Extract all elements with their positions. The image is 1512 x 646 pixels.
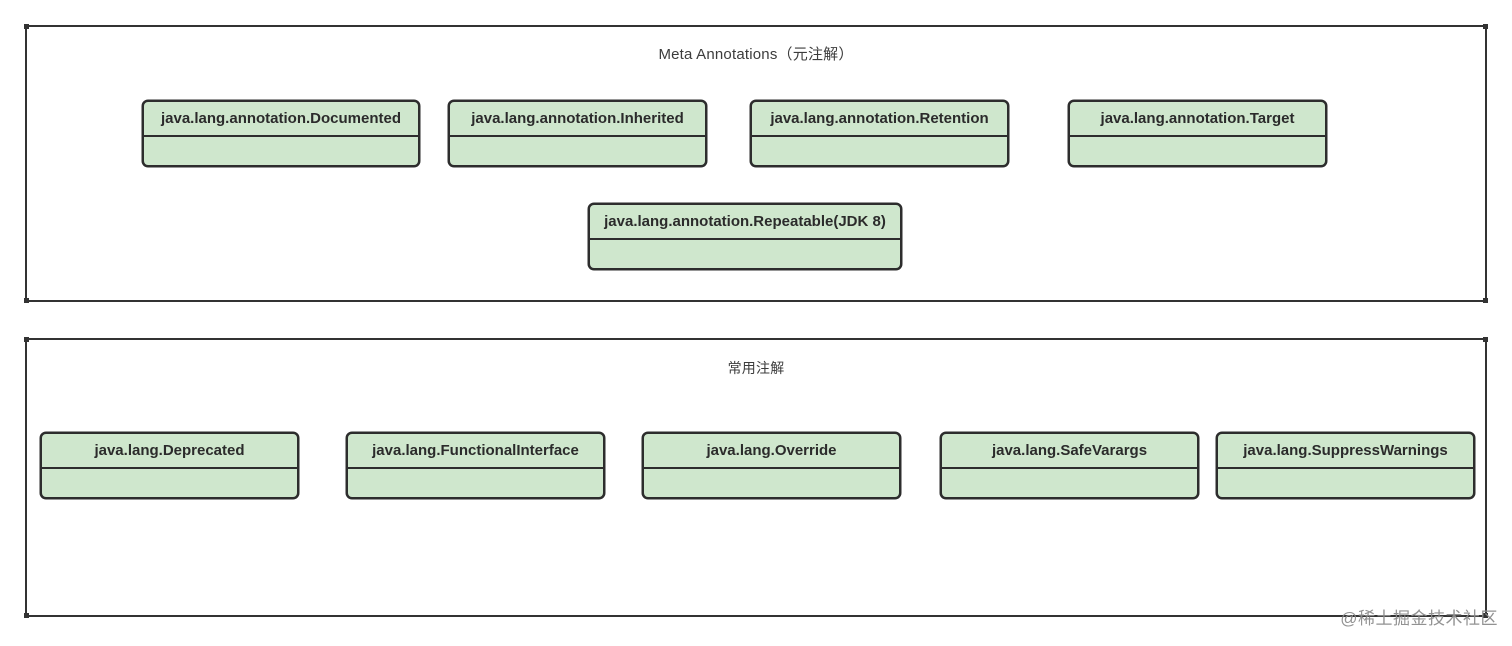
- annotation-box: java.lang.annotation.Inherited: [448, 100, 707, 167]
- annotation-box-body: [1218, 469, 1473, 497]
- panel-meta-annotations: Meta Annotations（元注解） java.lang.annotati…: [24, 24, 1488, 303]
- corner-notch: [24, 337, 29, 342]
- annotation-box-title: java.lang.FunctionalInterface: [348, 434, 603, 469]
- annotation-box: java.lang.annotation.Repeatable(JDK 8): [588, 203, 902, 270]
- watermark: @稀土掘金技术社区: [1340, 609, 1498, 628]
- annotation-box-body: [144, 137, 418, 165]
- corner-notch: [1483, 337, 1488, 342]
- annotation-box-body: [348, 469, 603, 497]
- annotation-box-body: [1070, 137, 1325, 165]
- annotation-box-title: java.lang.SafeVarargs: [942, 434, 1197, 469]
- annotation-box-body: [42, 469, 297, 497]
- corner-notch: [24, 24, 29, 29]
- annotation-box: java.lang.Override: [642, 432, 901, 499]
- corner-notch: [1483, 298, 1488, 303]
- meta-panel-title: Meta Annotations（元注解）: [658, 46, 854, 63]
- annotation-box-title: java.lang.annotation.Inherited: [450, 102, 705, 137]
- annotation-box-body: [590, 240, 900, 268]
- annotation-box-title: java.lang.annotation.Documented: [144, 102, 418, 137]
- annotation-box: java.lang.annotation.Target: [1068, 100, 1327, 167]
- annotation-box: java.lang.annotation.Retention: [750, 100, 1009, 167]
- corner-notch: [24, 613, 29, 618]
- annotation-box-title: java.lang.SuppressWarnings: [1218, 434, 1473, 469]
- common-panel-title: 常用注解: [727, 360, 785, 376]
- annotation-box-body: [450, 137, 705, 165]
- annotation-box: java.lang.SuppressWarnings: [1216, 432, 1475, 499]
- corner-notch: [24, 298, 29, 303]
- corner-notch: [1483, 613, 1488, 618]
- annotation-box-title: java.lang.annotation.Repeatable(JDK 8): [590, 205, 900, 240]
- annotation-box-title: java.lang.annotation.Target: [1070, 102, 1325, 137]
- annotation-box: java.lang.FunctionalInterface: [346, 432, 605, 499]
- corner-notch: [1483, 24, 1488, 29]
- annotation-box-title: java.lang.Override: [644, 434, 899, 469]
- panel-common-annotations: 常用注解 java.lang.Deprecated java.lang.Funct…: [24, 337, 1488, 618]
- annotation-box-title: java.lang.Deprecated: [42, 434, 297, 469]
- annotation-box: java.lang.SafeVarargs: [940, 432, 1199, 499]
- annotation-box-title: java.lang.annotation.Retention: [752, 102, 1007, 137]
- annotation-box: java.lang.annotation.Documented: [142, 100, 420, 167]
- annotation-box-body: [644, 469, 899, 497]
- annotation-box: java.lang.Deprecated: [40, 432, 299, 499]
- annotation-box-body: [942, 469, 1197, 497]
- annotation-box-body: [752, 137, 1007, 165]
